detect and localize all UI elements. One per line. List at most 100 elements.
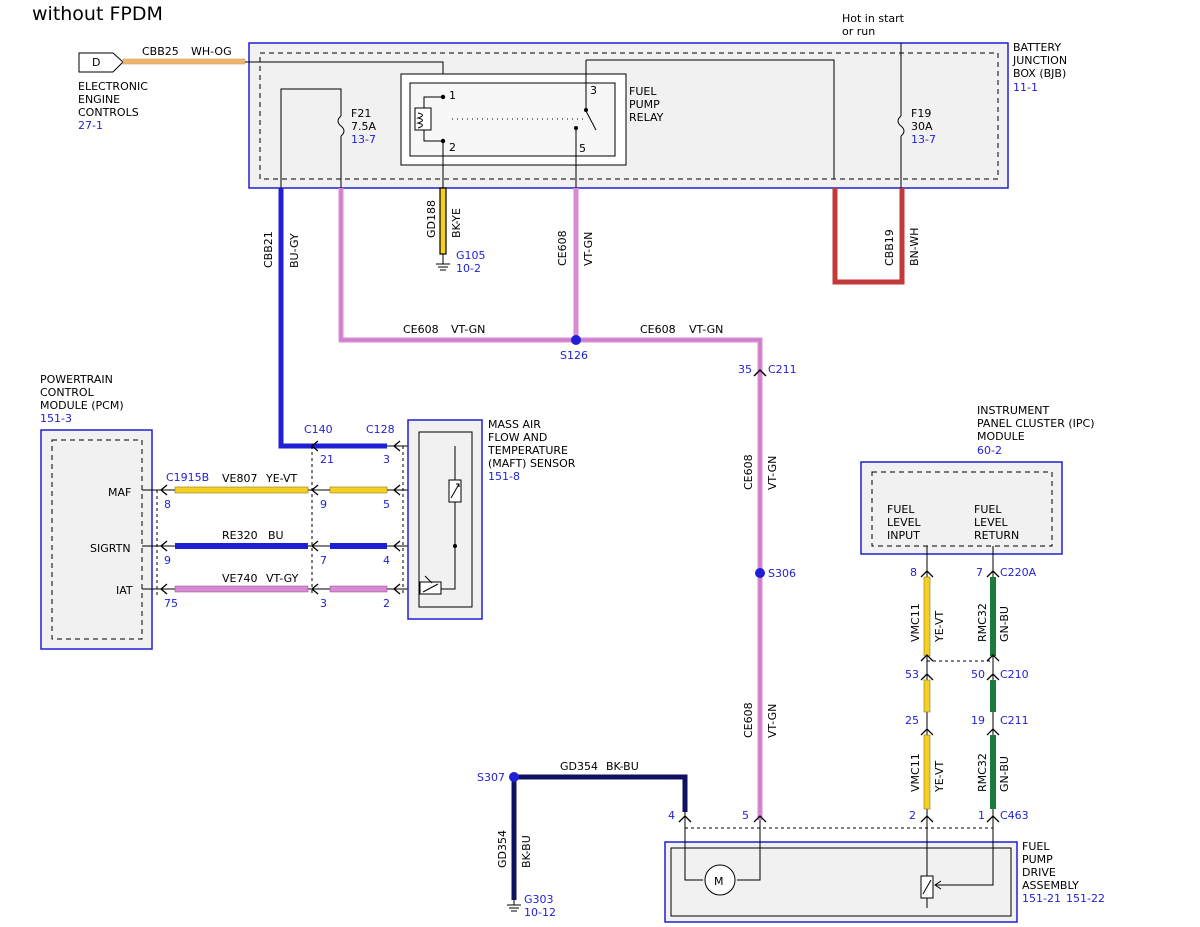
bjb-label-3: BOX (BJB) [1013, 67, 1066, 80]
pcm-pin-sigrtn: SIGRTN [90, 542, 131, 555]
relay-pin3-dot [584, 108, 588, 112]
rmc32a-color: GN-BU [998, 606, 1011, 642]
gd354h-color: BK-BU [606, 760, 639, 773]
wire-ve807 [174, 486, 309, 494]
ipc-label-1: INSTRUMENT [977, 404, 1050, 417]
g303-name: G303 [524, 893, 554, 906]
relay-label-1: FUEL [629, 85, 657, 98]
rmc32b-circuit: RMC32 [976, 753, 989, 792]
f19-ref: 13-7 [911, 133, 936, 146]
fpda-inner [670, 847, 1012, 917]
f19-rating: 30A [911, 120, 933, 133]
f21-rating: 7.5A [351, 120, 376, 133]
motor-label: M [714, 875, 724, 888]
relay-coil-winding [416, 112, 423, 129]
wire-ve807-b [329, 486, 388, 494]
vmc11b-color: YE-VT [933, 760, 946, 793]
wire-ve740 [174, 585, 309, 593]
pcm-num-9: 9 [164, 554, 171, 567]
trace-relay-pin3 [586, 59, 835, 179]
maft-inner [418, 431, 473, 608]
ce608l-color: VT-GN [451, 323, 485, 336]
maft-ref: 151-8 [488, 470, 520, 483]
pcm-label-1: POWERTRAIN [40, 373, 113, 386]
eec-label-1: ELECTRONIC [78, 80, 148, 93]
fuel-level-sender-arrow [922, 879, 932, 895]
ce608d1-color: VT-GN [766, 456, 779, 490]
ce608v-color: VT-GN [582, 232, 595, 266]
ipc-ret-3: RETURN [974, 529, 1019, 542]
hot-label-1: Hot in start [842, 12, 905, 25]
c463-pin-2: 2 [909, 809, 916, 822]
hot-label-2: or run [842, 25, 875, 38]
wire-vmc11-mid [923, 679, 931, 713]
splice-s307 [509, 772, 519, 782]
c463-ticks [678, 815, 1000, 823]
c210-pin-right: 50 [971, 668, 985, 681]
fpda-label-3: DRIVE [1022, 866, 1056, 879]
wire-ce608-main-stripe [340, 188, 761, 820]
ipc-in-3: INPUT [887, 529, 920, 542]
c128-pin-2: 2 [383, 597, 390, 610]
re320-circuit: RE320 [222, 529, 258, 542]
ground-g105-icon [436, 254, 450, 271]
c211b-pin-left: 25 [905, 714, 919, 727]
wire-ce608-main [338, 188, 763, 820]
c128-pin-3: 3 [383, 453, 390, 466]
ve807-circuit: VE807 [222, 472, 257, 485]
bjb-label-2: JUNCTION [1012, 54, 1067, 67]
pcm-label-2: CONTROL [40, 386, 95, 399]
fpda-ref-2: 151-22 [1066, 892, 1105, 905]
ipc-in-2: LEVEL [887, 516, 922, 529]
f21-ref: 13-7 [351, 133, 376, 146]
maft-label-4: (MAFT) SENSOR [488, 457, 576, 470]
fpda-label-4: ASSEMBLY [1022, 879, 1079, 892]
pcm-ref: 151-3 [40, 412, 72, 425]
ve807-color: YE-VT [265, 472, 298, 485]
eec-label-3: CONTROLS [78, 106, 139, 119]
s306-label: S306 [768, 567, 796, 580]
ipc-label-3: MODULE [977, 430, 1025, 443]
relay-pin3: 3 [590, 84, 597, 97]
pcm-box [40, 429, 153, 650]
maft-junction [453, 544, 457, 548]
splice-s126 [571, 335, 581, 345]
c463-pin-1: 1 [978, 809, 985, 822]
gd354h-circuit: GD354 [560, 760, 598, 773]
pcm-pin-maf: MAF [108, 486, 131, 499]
cbb25-circuit: CBB25 [142, 45, 179, 58]
c211b-pin-right: 19 [971, 714, 985, 727]
ipc-inner [871, 471, 1053, 547]
relay-label-3: RELAY [629, 111, 664, 124]
pcm-label-3: MODULE (PCM) [40, 399, 124, 412]
relay-coil [414, 107, 432, 131]
ipc-connector-ticks [920, 570, 1000, 736]
c211b-name: C211 [1000, 714, 1029, 727]
pcm-pin-iat: IAT [116, 584, 133, 597]
c220a-pin-right: 7 [976, 566, 983, 579]
gd188-color: BK-YE [450, 208, 463, 238]
c463-pin-5: 5 [742, 809, 749, 822]
eec-ref: 27-1 [78, 119, 103, 132]
maft-maf-arrow [450, 483, 460, 499]
fpda-label-2: PUMP [1022, 853, 1053, 866]
c140-pin-9: 9 [320, 498, 327, 511]
cbb19-circuit: CBB19 [883, 229, 896, 266]
maft-iat-arrow [422, 575, 439, 593]
fpda-wiper-arrow [934, 880, 942, 890]
c220a-pin-left: 8 [910, 566, 917, 579]
c463-pin-4: 4 [668, 809, 675, 822]
wire-cbb19 [832, 188, 905, 285]
wire-cbb21 [278, 188, 330, 449]
ce608v-circuit: CE608 [556, 230, 569, 266]
connector-ticks [159, 440, 401, 595]
wire-cbb25 [122, 58, 246, 65]
ce608l-circuit: CE608 [403, 323, 439, 336]
wire-re320-b [330, 543, 387, 549]
fpda-return-lead [936, 830, 994, 886]
ipc-ref: 60-2 [977, 444, 1002, 457]
wire-rmc32-b [990, 735, 996, 809]
g105-name: G105 [456, 249, 486, 262]
